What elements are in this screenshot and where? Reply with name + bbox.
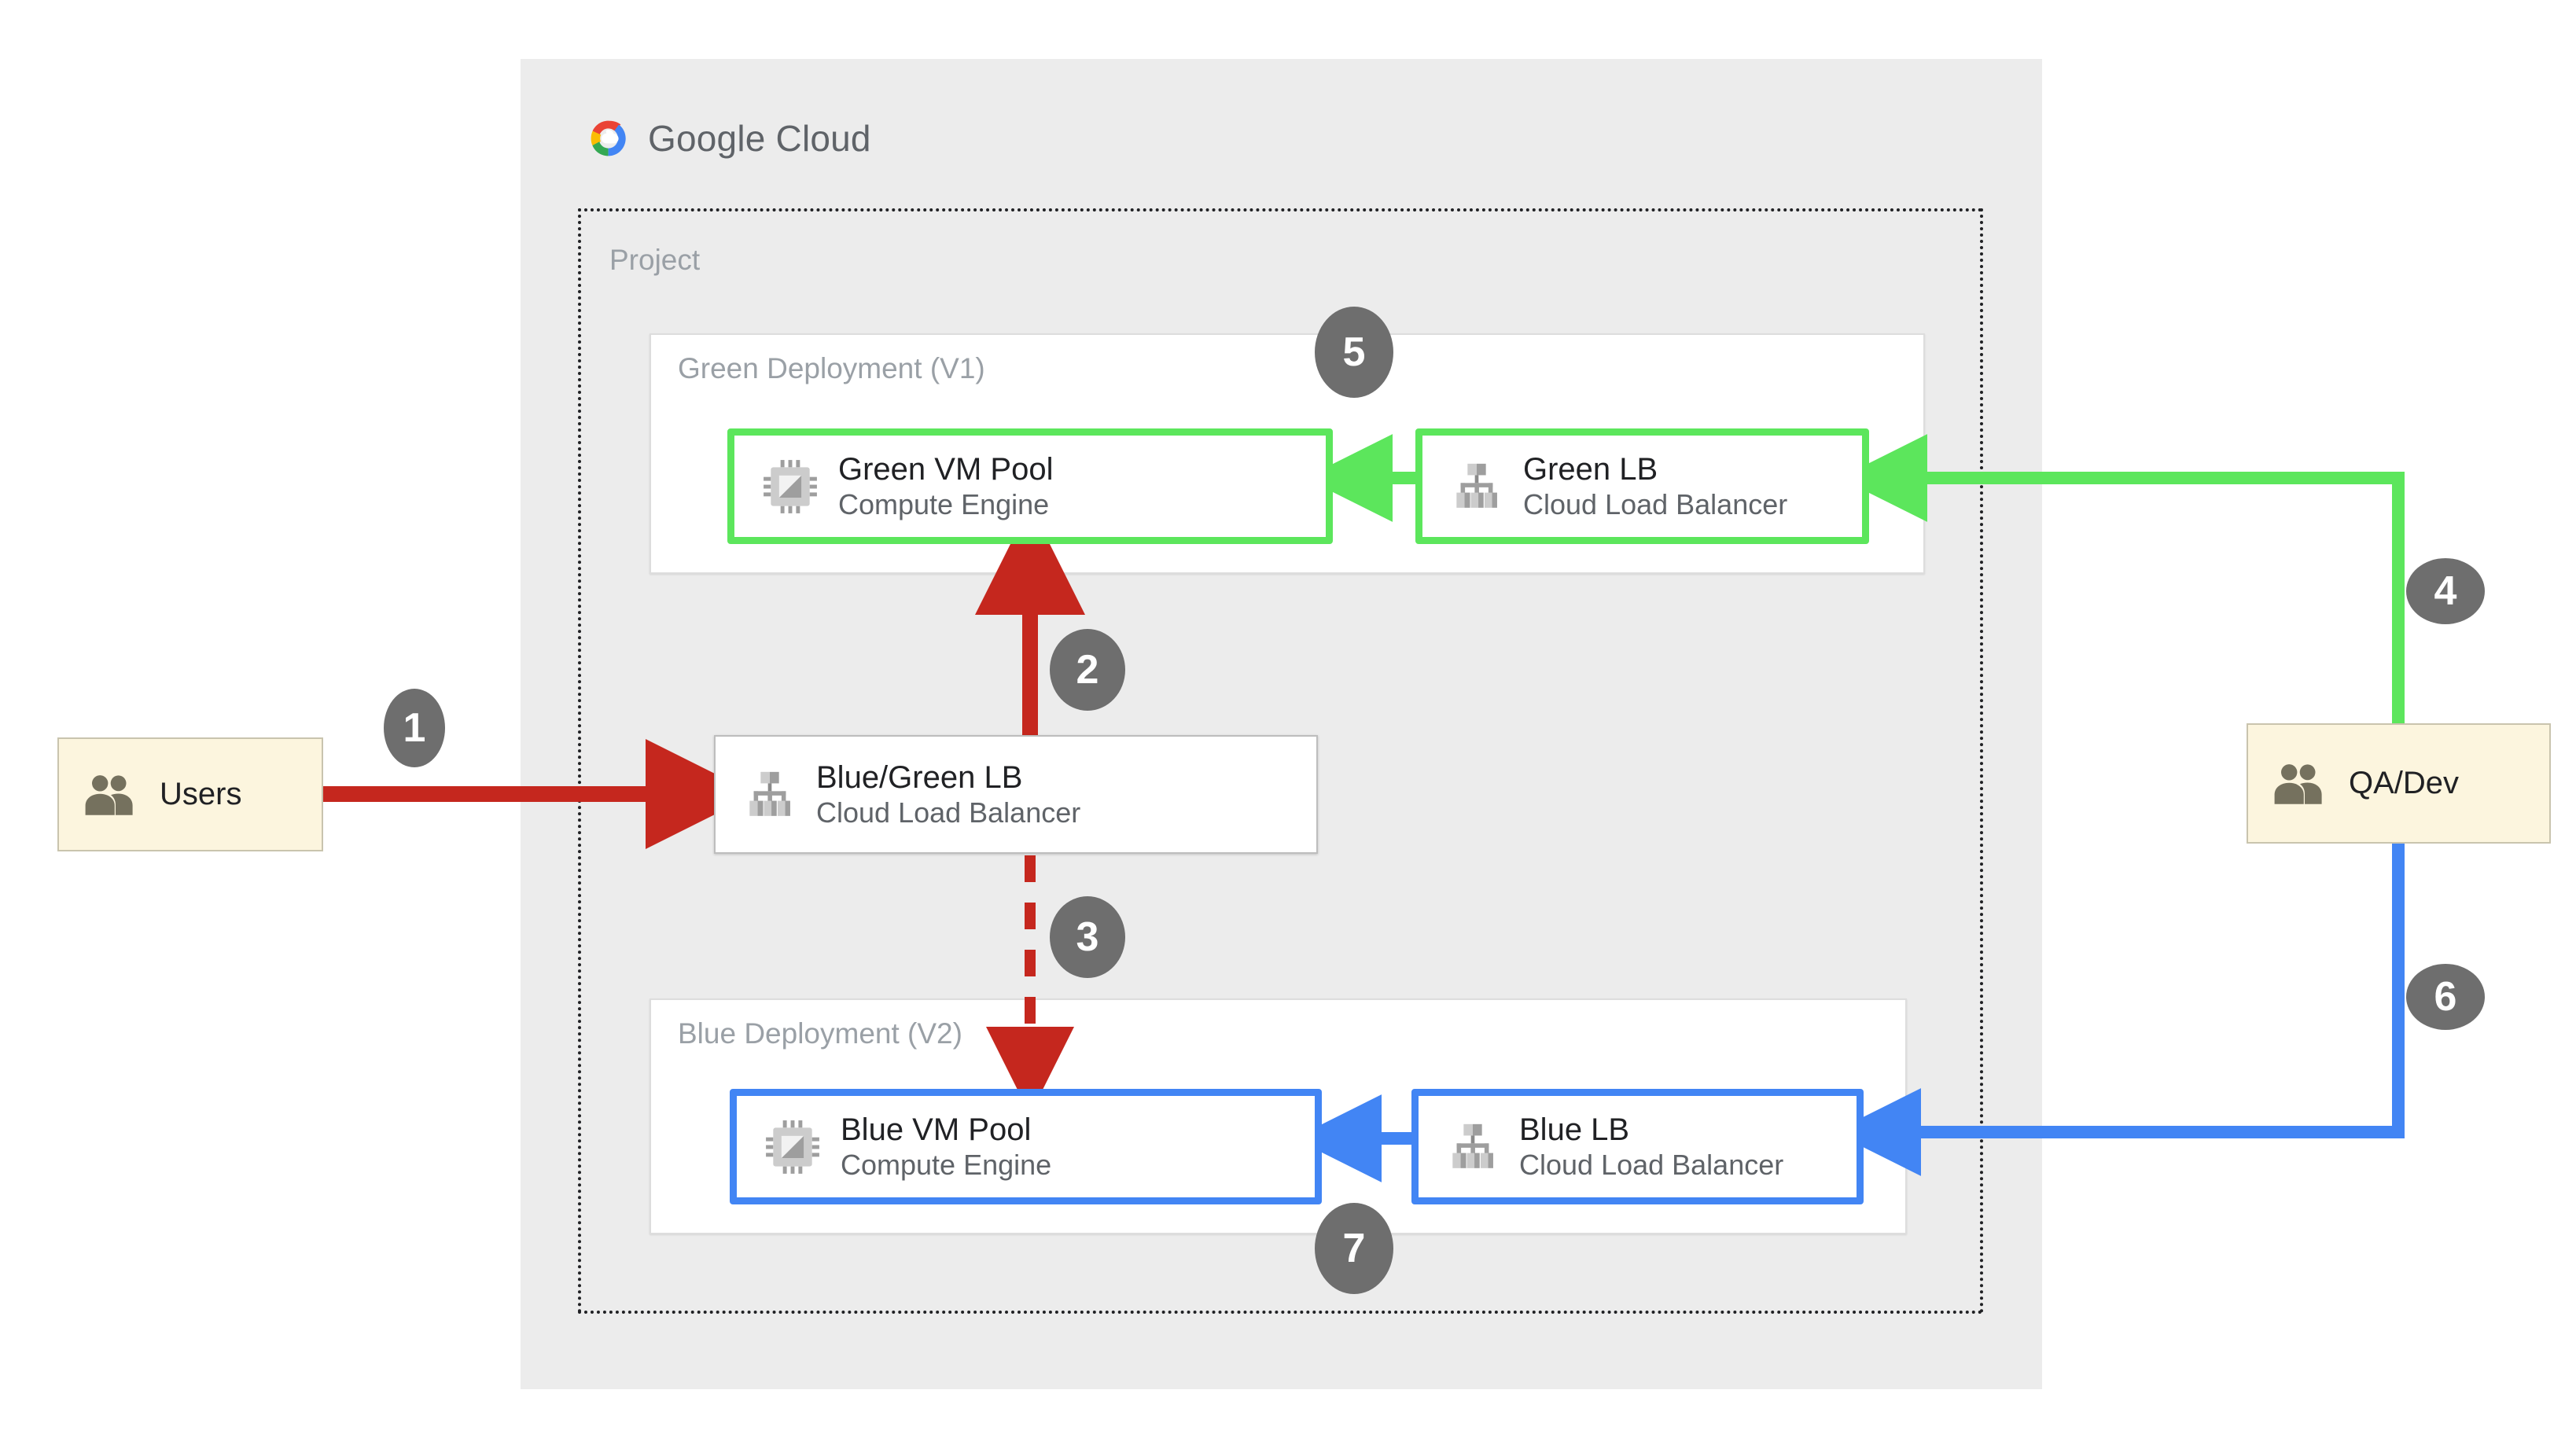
step-badge-2: 2 — [1050, 629, 1125, 711]
load-balancer-icon — [1456, 463, 1497, 508]
actor-users-label: Users — [160, 777, 242, 811]
node-subtitle: Compute Engine — [841, 1148, 1052, 1181]
step-badge-4: 4 — [2406, 558, 2485, 624]
google-cloud-logo-icon — [591, 120, 626, 156]
step-badge-5: 5 — [1315, 307, 1393, 398]
node-subtitle: Cloud Load Balancer — [1523, 487, 1788, 520]
actor-users[interactable]: Users — [57, 737, 323, 851]
node-blue-green-lb[interactable]: Blue/Green LB Cloud Load Balancer — [714, 735, 1318, 854]
green-deployment-label: Green Deployment (V1) — [678, 352, 985, 384]
node-green-lb[interactable]: Green LB Cloud Load Balancer — [1415, 428, 1869, 544]
node-title: Green LB — [1523, 451, 1658, 487]
node-subtitle: Compute Engine — [838, 487, 1050, 520]
step-badge-1: 1 — [384, 689, 445, 767]
step-badge-3: 3 — [1050, 896, 1125, 978]
step-badge-7: 7 — [1315, 1203, 1393, 1294]
cpu-chip-icon — [764, 459, 817, 513]
node-title: Blue VM Pool — [841, 1112, 1032, 1147]
node-green-vm-pool-text: Green VM Pool Compute Engine — [838, 451, 1053, 522]
node-subtitle: Cloud Load Balancer — [1519, 1148, 1784, 1181]
actor-qa-dev[interactable]: QA/Dev — [2247, 723, 2551, 844]
google-cloud-wordmark: Google Cloud — [648, 117, 871, 160]
node-green-lb-text: Green LB Cloud Load Balancer — [1523, 451, 1787, 522]
blue-deployment-label: Blue Deployment (V2) — [678, 1017, 962, 1050]
node-title: Blue LB — [1519, 1112, 1630, 1147]
node-title: Green VM Pool — [838, 451, 1054, 487]
node-subtitle: Cloud Load Balancer — [816, 796, 1081, 829]
project-boundary — [578, 208, 1983, 1314]
node-blue-green-lb-text: Blue/Green LB Cloud Load Balancer — [816, 759, 1080, 830]
cpu-chip-icon — [766, 1120, 819, 1174]
node-blue-vm-pool[interactable]: Blue VM Pool Compute Engine — [730, 1089, 1322, 1204]
google-cloud-logo: Google Cloud — [582, 106, 944, 171]
node-blue-lb-text: Blue LB Cloud Load Balancer — [1519, 1112, 1783, 1182]
node-blue-lb[interactable]: Blue LB Cloud Load Balancer — [1411, 1089, 1864, 1204]
wordmark-google: Google — [648, 118, 766, 159]
actor-qa-dev-label: QA/Dev — [2349, 766, 2460, 800]
load-balancer-icon — [749, 771, 790, 816]
node-blue-vm-pool-text: Blue VM Pool Compute Engine — [841, 1112, 1051, 1182]
node-green-vm-pool[interactable]: Green VM Pool Compute Engine — [727, 428, 1333, 544]
node-title: Blue/Green LB — [816, 759, 1023, 795]
people-icon — [85, 774, 133, 815]
people-icon — [2274, 763, 2322, 804]
step-badge-6: 6 — [2406, 964, 2485, 1030]
load-balancer-icon — [1452, 1123, 1493, 1168]
project-label: Project — [609, 244, 701, 276]
wordmark-cloud: Cloud — [775, 118, 871, 159]
